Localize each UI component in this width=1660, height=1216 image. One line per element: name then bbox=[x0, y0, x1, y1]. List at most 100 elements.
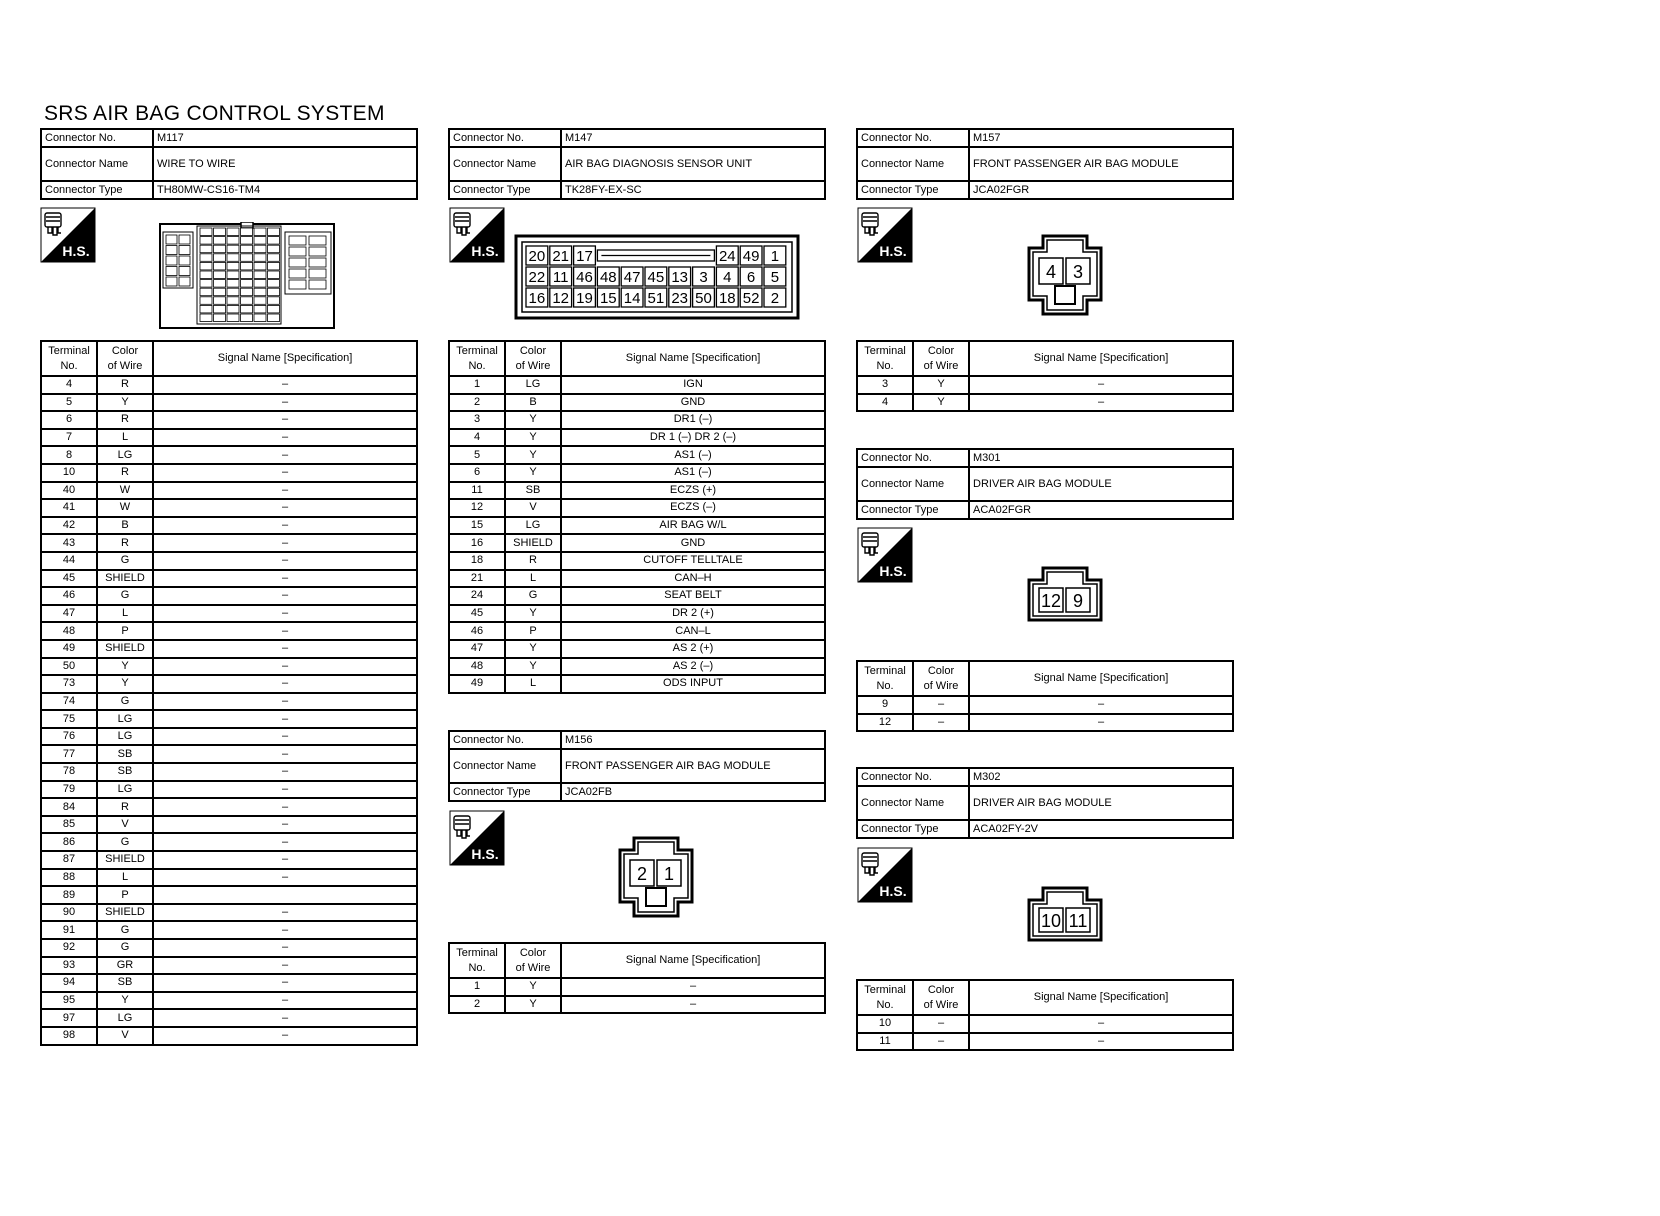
signal-name-cell: – bbox=[968, 1014, 1234, 1034]
wire-color-cell: SB bbox=[96, 973, 154, 993]
wire-color-cell: – bbox=[912, 712, 970, 733]
harness-side-icon: H.S. bbox=[40, 207, 96, 263]
terminal-no-cell: 85 bbox=[40, 814, 98, 835]
pin-label: 13 bbox=[671, 269, 688, 286]
signal-name-cell: – bbox=[152, 814, 418, 835]
signal-name-cell: – bbox=[152, 586, 418, 606]
wire-color-cell: V bbox=[96, 814, 154, 835]
terminal-no-cell: 1 bbox=[448, 977, 506, 997]
signal-name-cell: – bbox=[152, 621, 418, 641]
wire-color-cell: L bbox=[96, 427, 154, 448]
wire-color-cell: R bbox=[504, 550, 562, 571]
pin-label: 11 bbox=[1069, 911, 1088, 931]
signal-name-cell: – bbox=[152, 445, 418, 465]
pin-label: 4 bbox=[1046, 262, 1056, 282]
signal-name-cell: DR 1 (–) DR 2 (–) bbox=[560, 427, 826, 448]
signal-name-cell: – bbox=[152, 938, 418, 958]
terminal-no-cell: 50 bbox=[40, 656, 98, 677]
wire-color-cell: R bbox=[96, 462, 154, 483]
wire-color-cell: SB bbox=[96, 762, 154, 782]
signal-name-cell: – bbox=[152, 515, 418, 536]
signal-name-cell: AS1 (–) bbox=[560, 462, 826, 483]
pin-label: 4 bbox=[723, 269, 731, 286]
connector-name-label: Connector Name bbox=[856, 146, 970, 182]
signal-name-cell: GND bbox=[560, 392, 826, 413]
wire-color-cell: Y bbox=[504, 462, 562, 483]
terminal-no-cell: 44 bbox=[40, 550, 98, 571]
pin-label: 2 bbox=[637, 864, 647, 884]
signal-name-cell: – bbox=[968, 392, 1234, 413]
terminal-no-cell: 12 bbox=[856, 712, 914, 733]
connector-type-value: ACA02FGR bbox=[968, 500, 1234, 520]
connector-type-value: ACA02FY-2V bbox=[968, 819, 1234, 839]
terminal-no-cell: 94 bbox=[40, 973, 98, 993]
terminal-no-cell: 42 bbox=[40, 515, 98, 536]
terminal-no-cell: 48 bbox=[40, 621, 98, 641]
terminal-no-cell: 1 bbox=[448, 375, 506, 395]
signal-name-cell: – bbox=[152, 1025, 418, 1046]
wire-color-cell: SHIELD bbox=[96, 902, 154, 923]
harness-side-icon: H.S. bbox=[857, 207, 913, 263]
terminal-no-cell: 76 bbox=[40, 726, 98, 747]
harness-side-icon: H.S. bbox=[449, 207, 505, 263]
hand-icon bbox=[861, 532, 879, 556]
signal-name-cell: AS1 (–) bbox=[560, 445, 826, 465]
hand-icon bbox=[44, 212, 62, 236]
wire-color-cell: SB bbox=[504, 480, 562, 501]
pin-label: 45 bbox=[648, 269, 665, 286]
pin-label: 51 bbox=[648, 290, 665, 307]
signal-name-cell: – bbox=[152, 744, 418, 765]
hs-label: H.S. bbox=[62, 243, 89, 259]
terminal-no-cell: 4 bbox=[856, 392, 914, 413]
terminal-no-cell: 3 bbox=[856, 375, 914, 395]
hs-label: H.S. bbox=[879, 883, 906, 899]
terminal-no-cell: 97 bbox=[40, 1008, 98, 1028]
connector-type-label: Connector Type bbox=[448, 180, 562, 200]
connector-name-value: WIRE TO WIRE bbox=[152, 146, 418, 182]
terminal-no-cell: 5 bbox=[448, 445, 506, 465]
signal-name-cell: – bbox=[152, 973, 418, 993]
signal-name-cell: – bbox=[152, 462, 418, 483]
harness-side-icon: H.S. bbox=[857, 527, 913, 583]
signal-name-cell: – bbox=[152, 762, 418, 782]
connector-no-label: Connector No. bbox=[448, 730, 562, 750]
hand-icon bbox=[861, 852, 879, 876]
signal-name-cell: – bbox=[152, 427, 418, 448]
terminal-no-cell: 16 bbox=[448, 533, 506, 553]
pin-label: 23 bbox=[671, 290, 688, 307]
pin-label: 16 bbox=[529, 290, 546, 307]
terminal-no-cell: 93 bbox=[40, 955, 98, 976]
wire-color-cell: LG bbox=[96, 709, 154, 729]
terminal-no-cell: 18 bbox=[448, 550, 506, 571]
terminal-no-cell: 6 bbox=[448, 462, 506, 483]
signal-name-cell: – bbox=[152, 638, 418, 659]
connector-type-value: JCA02FB bbox=[560, 782, 826, 802]
wire-color-cell: LG bbox=[96, 726, 154, 747]
wire-color-cell: – bbox=[912, 695, 970, 715]
terminal-no-cell: 73 bbox=[40, 674, 98, 694]
terminal-no-cell: 7 bbox=[40, 427, 98, 448]
terminal-no-cell: 45 bbox=[448, 603, 506, 624]
pin-label: 3 bbox=[699, 269, 707, 286]
wire-color-cell: Y bbox=[504, 445, 562, 465]
terminal-no-cell: 91 bbox=[40, 920, 98, 940]
signal-name-cell: CUTOFF TELLTALE bbox=[560, 550, 826, 571]
signal-name-cell: AIR BAG W/L bbox=[560, 515, 826, 536]
terminal-no-cell: 74 bbox=[40, 691, 98, 712]
